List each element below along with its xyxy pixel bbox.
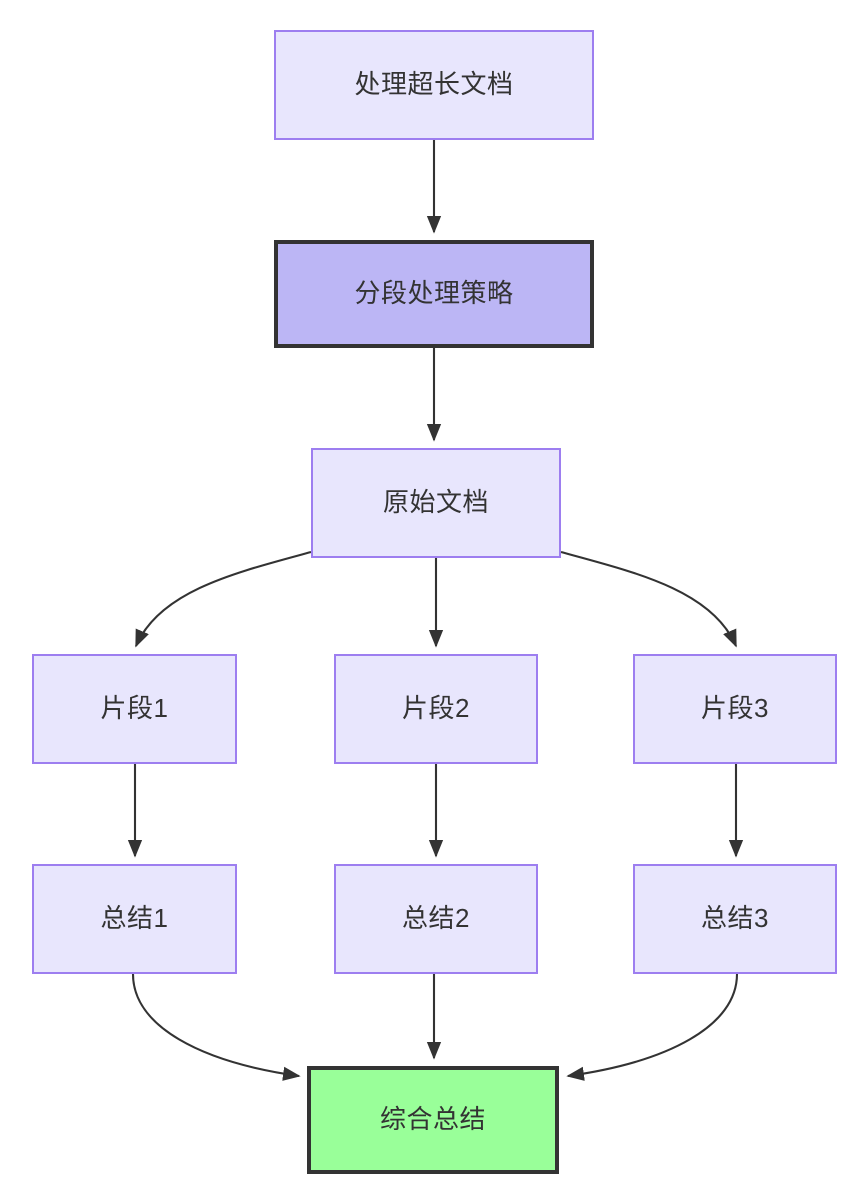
edge-source-doc-to-chunk-3 bbox=[560, 550, 737, 648]
node-summary-2[interactable]: 总结2 bbox=[334, 864, 538, 974]
edge-summary-3-to-final bbox=[566, 973, 739, 1081]
node-final[interactable]: 综合总结 bbox=[307, 1066, 559, 1174]
node-long-doc[interactable]: 处理超长文档 bbox=[274, 30, 594, 140]
node-chunk-2[interactable]: 片段2 bbox=[334, 654, 538, 764]
edge-source-doc-to-chunk-1 bbox=[135, 550, 312, 648]
node-source-doc[interactable]: 原始文档 bbox=[311, 448, 561, 558]
node-label-source-doc: 原始文档 bbox=[382, 487, 489, 518]
node-label-chunk-1: 片段1 bbox=[100, 693, 169, 724]
node-label-summary-1: 总结1 bbox=[100, 903, 169, 934]
node-strategy[interactable]: 分段处理策略 bbox=[274, 240, 594, 348]
node-label-summary-2: 总结2 bbox=[402, 903, 470, 934]
node-summary-1[interactable]: 总结1 bbox=[32, 864, 237, 974]
node-label-chunk-3: 片段3 bbox=[701, 693, 769, 724]
node-label-chunk-2: 片段2 bbox=[402, 693, 470, 724]
node-summary-3[interactable]: 总结3 bbox=[633, 864, 837, 974]
node-label-final: 综合总结 bbox=[379, 1104, 486, 1135]
node-label-long-doc: 处理超长文档 bbox=[354, 69, 514, 100]
node-chunk-1[interactable]: 片段1 bbox=[32, 654, 237, 764]
node-chunk-3[interactable]: 片段3 bbox=[633, 654, 837, 764]
node-label-strategy: 分段处理策略 bbox=[354, 278, 514, 309]
edge-summary-1-to-final bbox=[131, 973, 301, 1081]
node-label-summary-3: 总结3 bbox=[701, 903, 769, 934]
